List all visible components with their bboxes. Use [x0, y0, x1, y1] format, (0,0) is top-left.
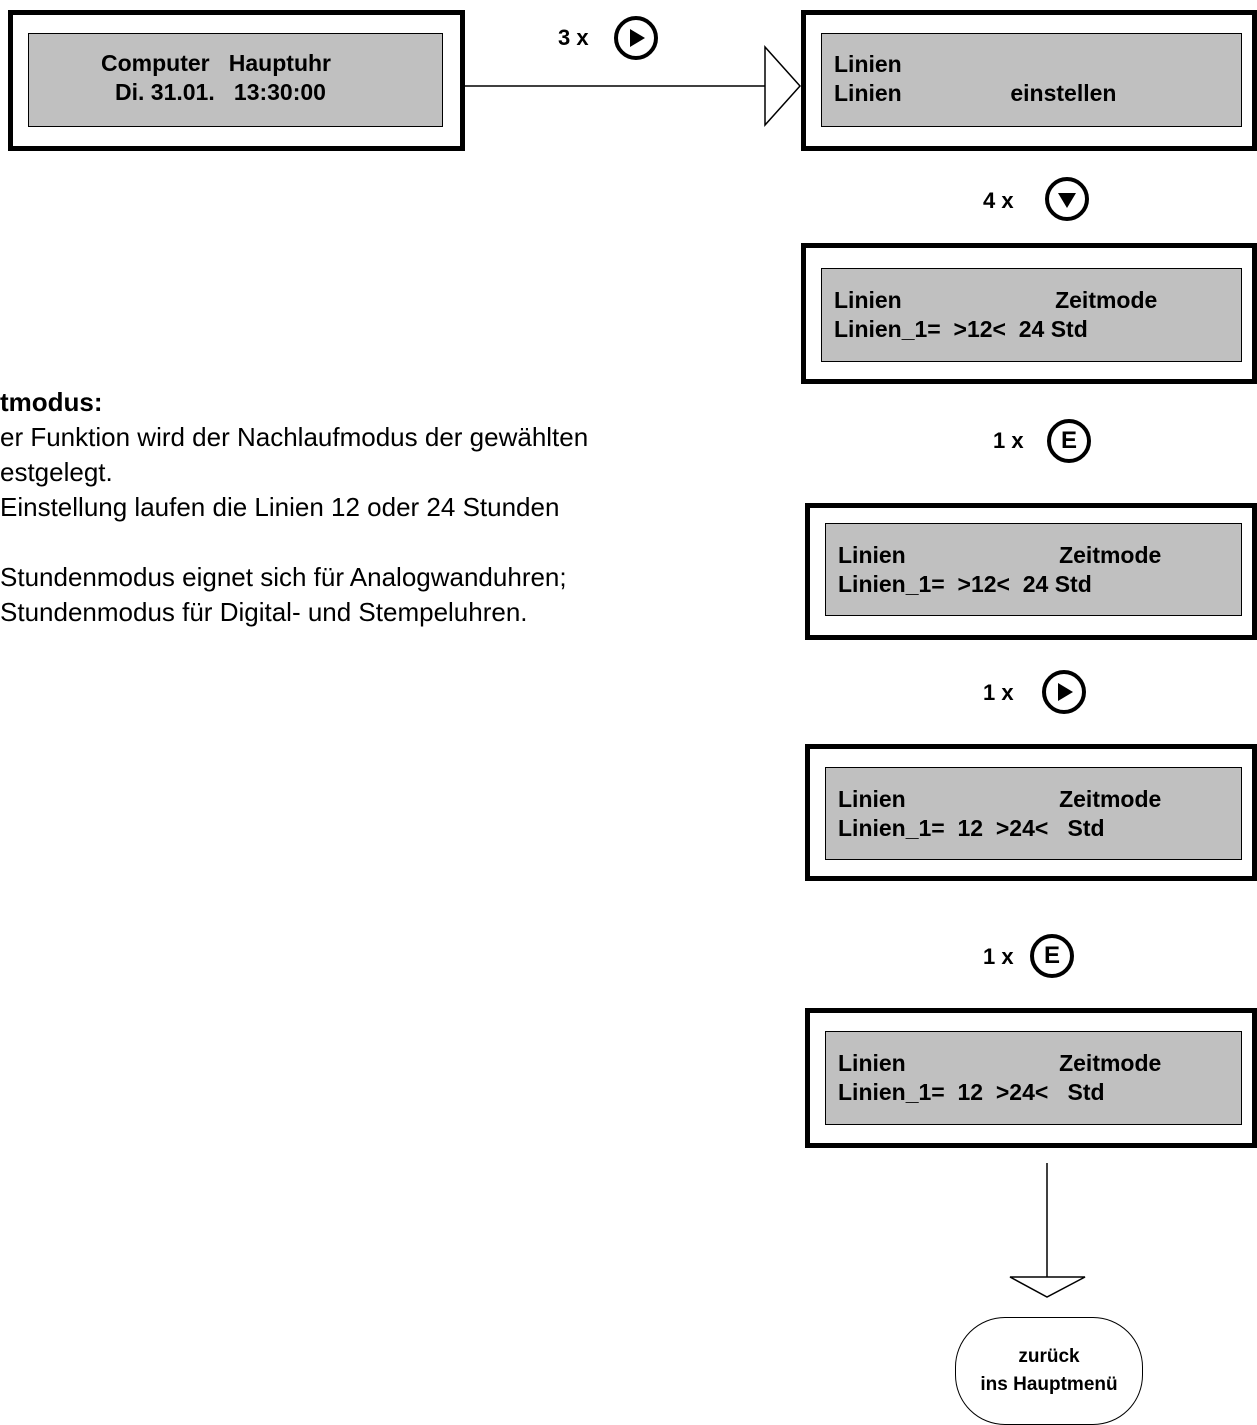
terminal-back-to-main-menu: zurück ins Hauptmenü	[955, 1317, 1143, 1425]
lcd-1: Linien Linien einstellen	[821, 33, 1242, 127]
enter-button: E	[1030, 934, 1074, 978]
right-arrow-button	[614, 16, 658, 60]
lcd-3: Linien Zeitmode Linien_1= >12< 24 Std	[825, 523, 1242, 616]
description: tmodus: er Funktion wird der Nachlaufmod…	[0, 385, 588, 630]
display-frame-4: Linien Zeitmode Linien_1= 12 >24< Std	[805, 744, 1257, 881]
step-count-4: 1 x	[983, 680, 1014, 705]
right-arrow-button	[1042, 670, 1086, 714]
play-icon	[1058, 683, 1073, 701]
lcd-line-2: Di. 31.01. 13:30:00	[115, 79, 326, 105]
description-line-3: Einstellung laufen die Linien 12 oder 24…	[0, 492, 560, 522]
terminal-line-2: ins Hauptmenü	[980, 1374, 1118, 1395]
display-frame-3: Linien Zeitmode Linien_1= >12< 24 Std	[805, 503, 1257, 640]
description-line-1: er Funktion wird der Nachlaufmodus der g…	[0, 422, 589, 452]
enter-icon: E	[1043, 942, 1060, 969]
lcd-line-2: Linien einstellen	[834, 80, 1117, 106]
lcd-line-1: Linien Zeitmode	[838, 786, 1162, 812]
lcd-line-1: Linien	[834, 51, 902, 77]
lcd-line-1: Computer Hauptuhr	[101, 50, 331, 76]
step-count-5: 1 x	[983, 944, 1014, 969]
terminal-line-1: zurück	[1018, 1346, 1080, 1367]
description-line-6: Stundenmodus für Digital- und Stempeluhr…	[0, 597, 528, 627]
arrowhead-right	[764, 45, 802, 127]
display-frame-2: Linien Zeitmode Linien_1= >12< 24 Std	[801, 243, 1257, 384]
play-icon	[630, 29, 645, 47]
down-arrow-button	[1045, 177, 1089, 221]
step-count-1: 3 x	[558, 25, 589, 50]
description-line-2: estgelegt.	[0, 457, 113, 487]
step-count-2: 4 x	[983, 188, 1014, 213]
description-line-4	[0, 525, 588, 560]
lcd-line-2: Linien_1= >12< 24 Std	[838, 571, 1092, 597]
lcd-start: Computer Hauptuhr Di. 31.01. 13:30:00	[28, 33, 443, 127]
lcd-line-2: Linien_1= 12 >24< Std	[838, 815, 1105, 841]
lcd-2: Linien Zeitmode Linien_1= >12< 24 Std	[821, 268, 1242, 362]
display-frame-1: Linien Linien einstellen	[801, 10, 1257, 151]
enter-button: E	[1047, 419, 1091, 463]
step-count-3: 1 x	[993, 428, 1024, 453]
lcd-5: Linien Zeitmode Linien_1= 12 >24< Std	[825, 1031, 1242, 1125]
description-line-5: Stundenmodus eignet sich für Analogwandu…	[0, 562, 567, 592]
lcd-4: Linien Zeitmode Linien_1= 12 >24< Std	[825, 767, 1242, 860]
description-title: tmodus:	[0, 387, 103, 417]
lcd-line-2: Linien_1= >12< 24 Std	[834, 316, 1088, 342]
lcd-line-1: Linien Zeitmode	[838, 542, 1162, 568]
lcd-line-2: Linien_1= 12 >24< Std	[838, 1079, 1105, 1105]
arrowhead-down	[1009, 1276, 1086, 1298]
down-arrow-icon	[1058, 193, 1076, 208]
display-frame-5: Linien Zeitmode Linien_1= 12 >24< Std	[805, 1008, 1257, 1148]
display-frame-start: Computer Hauptuhr Di. 31.01. 13:30:00	[8, 10, 465, 151]
lcd-line-1: Linien Zeitmode	[838, 1050, 1162, 1076]
enter-icon: E	[1060, 427, 1077, 454]
lcd-line-1: Linien Zeitmode	[834, 287, 1158, 313]
